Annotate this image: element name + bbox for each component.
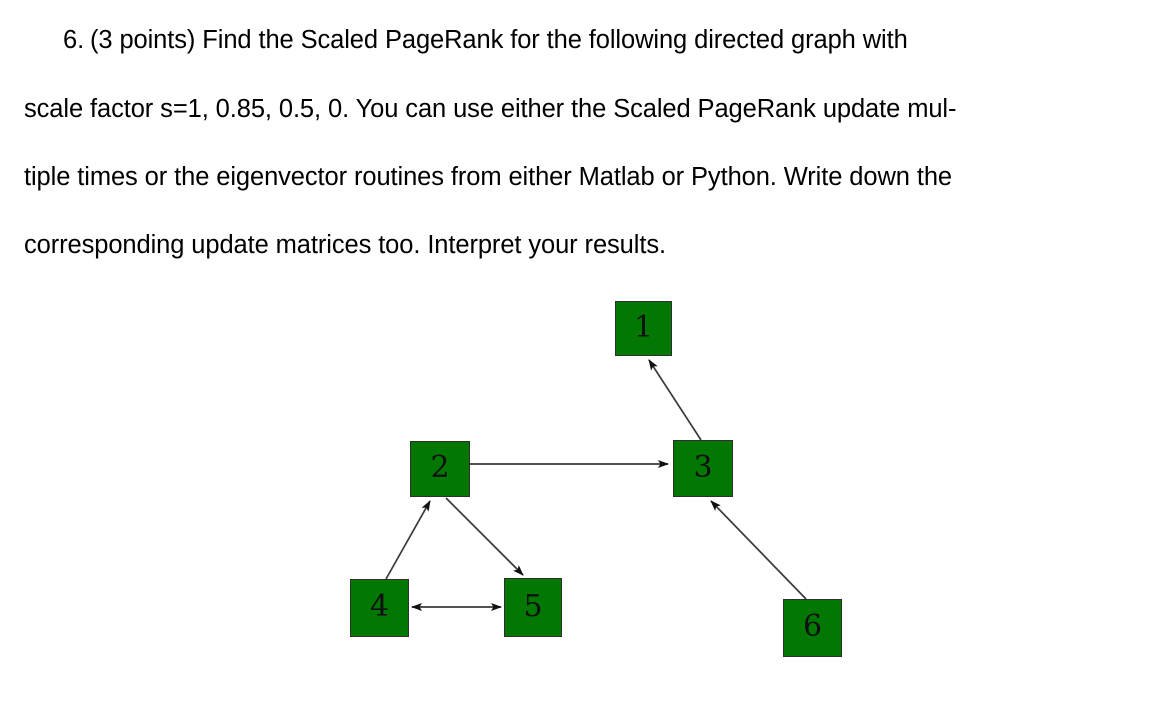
graph-edge-3-to-1 xyxy=(648,359,702,441)
graph-node-2: 2 xyxy=(410,441,470,497)
graph-node-5: 5 xyxy=(504,578,562,637)
graph-edge-4-to-2 xyxy=(385,500,431,580)
question-line-1: 6.(3 points) Find the Scaled PageRank fo… xyxy=(63,25,908,55)
graph-node-6-label: 6 xyxy=(802,609,823,644)
question-number: 6. xyxy=(63,26,85,54)
directed-graph-figure: 1 2 3 4 5 6 xyxy=(0,282,1155,682)
graph-node-2-label: 2 xyxy=(430,450,450,485)
question-line-4: corresponding update matrices too. Inter… xyxy=(24,231,666,259)
graph-node-6: 6 xyxy=(783,599,842,657)
graph-node-3: 3 xyxy=(673,440,733,497)
graph-node-1: 1 xyxy=(615,301,672,356)
question-line-3: tiple times or the eigenvector routines … xyxy=(24,163,952,191)
graph-node-4: 4 xyxy=(350,579,409,637)
graph-edges-layer xyxy=(385,359,807,611)
graph-node-4-label: 4 xyxy=(369,589,390,624)
question-line-2: scale factor s=1, 0.85, 0.5, 0. You can … xyxy=(24,95,957,123)
graph-edge-2-to-5 xyxy=(445,497,524,576)
graph-node-5-label: 5 xyxy=(523,588,543,624)
graph-node-1-label: 1 xyxy=(633,309,654,345)
graph-node-3-label: 3 xyxy=(693,449,713,485)
question-line-1-text: (3 points) Find the Scaled PageRank for … xyxy=(90,26,908,54)
graph-edge-6-to-3 xyxy=(710,500,807,600)
